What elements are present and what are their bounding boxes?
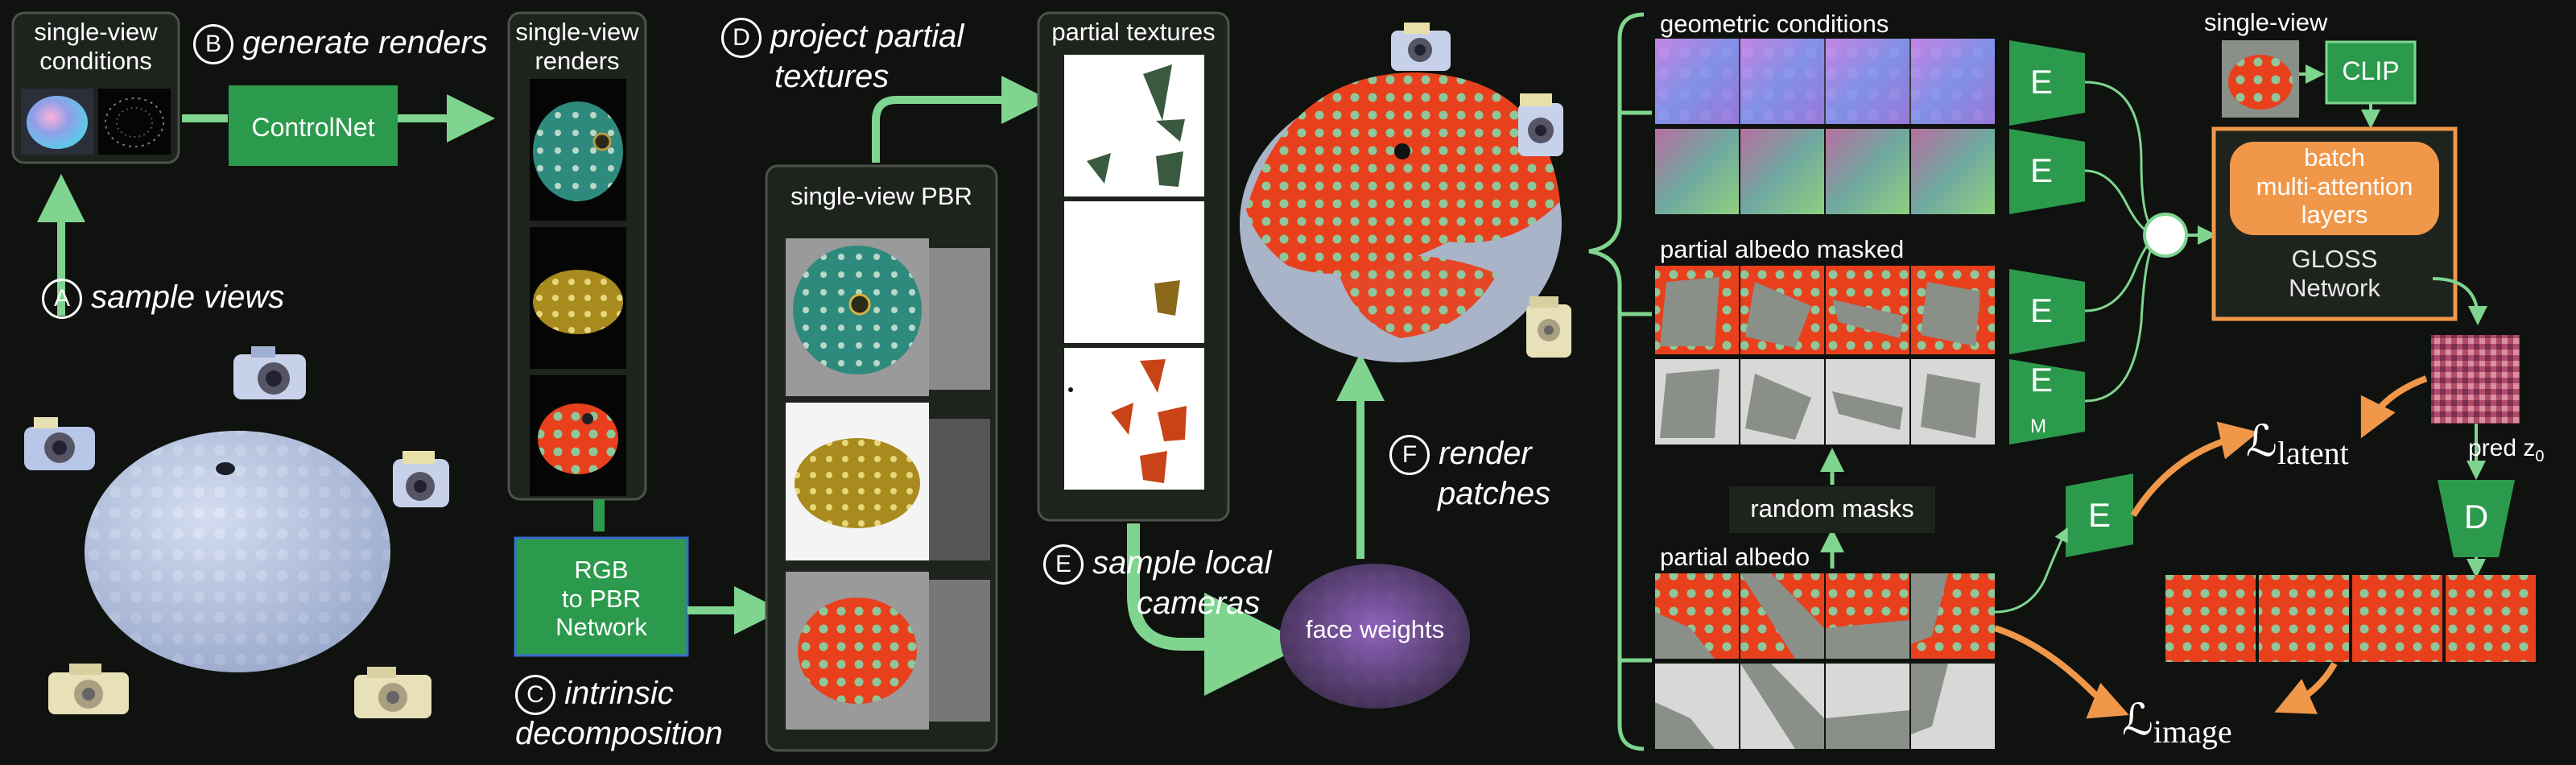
- partial-albedo-label: partial albedo: [1660, 543, 1810, 571]
- step-a-label: A sample views: [42, 279, 284, 320]
- batch-attention-block: [2230, 142, 2439, 235]
- concat-node: [2143, 213, 2188, 258]
- pred-z0-label: pred z0: [2468, 435, 2545, 465]
- camera-icon: [24, 417, 95, 470]
- pred-latent-patch: [2431, 335, 2520, 424]
- controlnet-label: ControlNet: [251, 113, 375, 142]
- single-view-renders-label: single-view renders: [515, 18, 639, 75]
- camera-icon: [393, 451, 449, 507]
- partial-albedo-masked-grid: [1655, 266, 1995, 445]
- encoder-trapezoid: [2009, 40, 2085, 126]
- step-d-label: D project partial textures: [721, 18, 964, 95]
- patch-brace: [1588, 12, 1645, 751]
- image-loss-label: ℒimage: [2122, 696, 2232, 750]
- mask-encoder-label: E: [2029, 361, 2053, 399]
- geometric-conditions-grid: [1655, 39, 1995, 214]
- step-f-label: F render patches: [1389, 435, 1550, 512]
- gloss-network-label: GLOSS Network: [2289, 245, 2380, 302]
- encoder-label: E: [2029, 292, 2053, 329]
- controlnet-box: [229, 85, 398, 166]
- single-view-top-label: single-view: [2204, 8, 2328, 36]
- step-e-label: E sample local cameras: [1043, 544, 1271, 622]
- decoder-label: D: [2463, 498, 2489, 536]
- clip-box: [2325, 40, 2417, 105]
- camera-icon: [233, 346, 306, 399]
- rgb-to-pbr-box: [514, 536, 689, 657]
- camera-icon: [48, 664, 129, 714]
- rgb-to-pbr-label: RGB to PBR Network: [555, 556, 647, 642]
- batch-attention-label: batch multi-attention layers: [2256, 143, 2413, 229]
- encoder-trapezoid: [2009, 269, 2085, 354]
- camera-icon: [1526, 296, 1571, 358]
- geometric-conditions-label: geometric conditions: [1660, 10, 1889, 38]
- decoder-trapezoid: [2438, 480, 2515, 557]
- camera-icon: [354, 667, 431, 718]
- encoder-label: E: [2087, 496, 2111, 534]
- encoder-trapezoid: [2066, 473, 2133, 557]
- partial-albedo-masked-label: partial albedo masked: [1660, 235, 1905, 263]
- condition-edge-thumb: [98, 89, 171, 155]
- single-view-pbr-label: single-view PBR: [791, 182, 972, 210]
- encoder-trapezoid: [2009, 129, 2085, 214]
- clip-label: CLIP: [2342, 56, 2400, 85]
- encoder-label: E: [2029, 151, 2053, 189]
- face-weights-label: face weights: [1305, 615, 1445, 643]
- latent-loss-label: ℒlatent: [2246, 417, 2349, 471]
- step-c-label: C intrinsic decomposition: [515, 675, 723, 752]
- step-b-label: B generate renders: [193, 24, 488, 65]
- encoder-label: E: [2029, 63, 2053, 101]
- random-masks-label: random masks: [1750, 494, 1914, 523]
- partial-textures-label: partial textures: [1051, 18, 1216, 46]
- random-masks-box: [1729, 486, 1935, 533]
- single-view-conditions-label: single-view conditions: [34, 18, 158, 75]
- partial-albedo-grid: [1655, 573, 1995, 749]
- partial-texture-2: [1064, 201, 1204, 343]
- mask-encoder-subscript: M: [2030, 416, 2046, 437]
- camera-icon: [1391, 23, 1451, 71]
- decoded-albedo-strip: [2165, 575, 2536, 662]
- camera-icon: [1518, 93, 1563, 156]
- mask-encoder-trapezoid: [2009, 359, 2085, 445]
